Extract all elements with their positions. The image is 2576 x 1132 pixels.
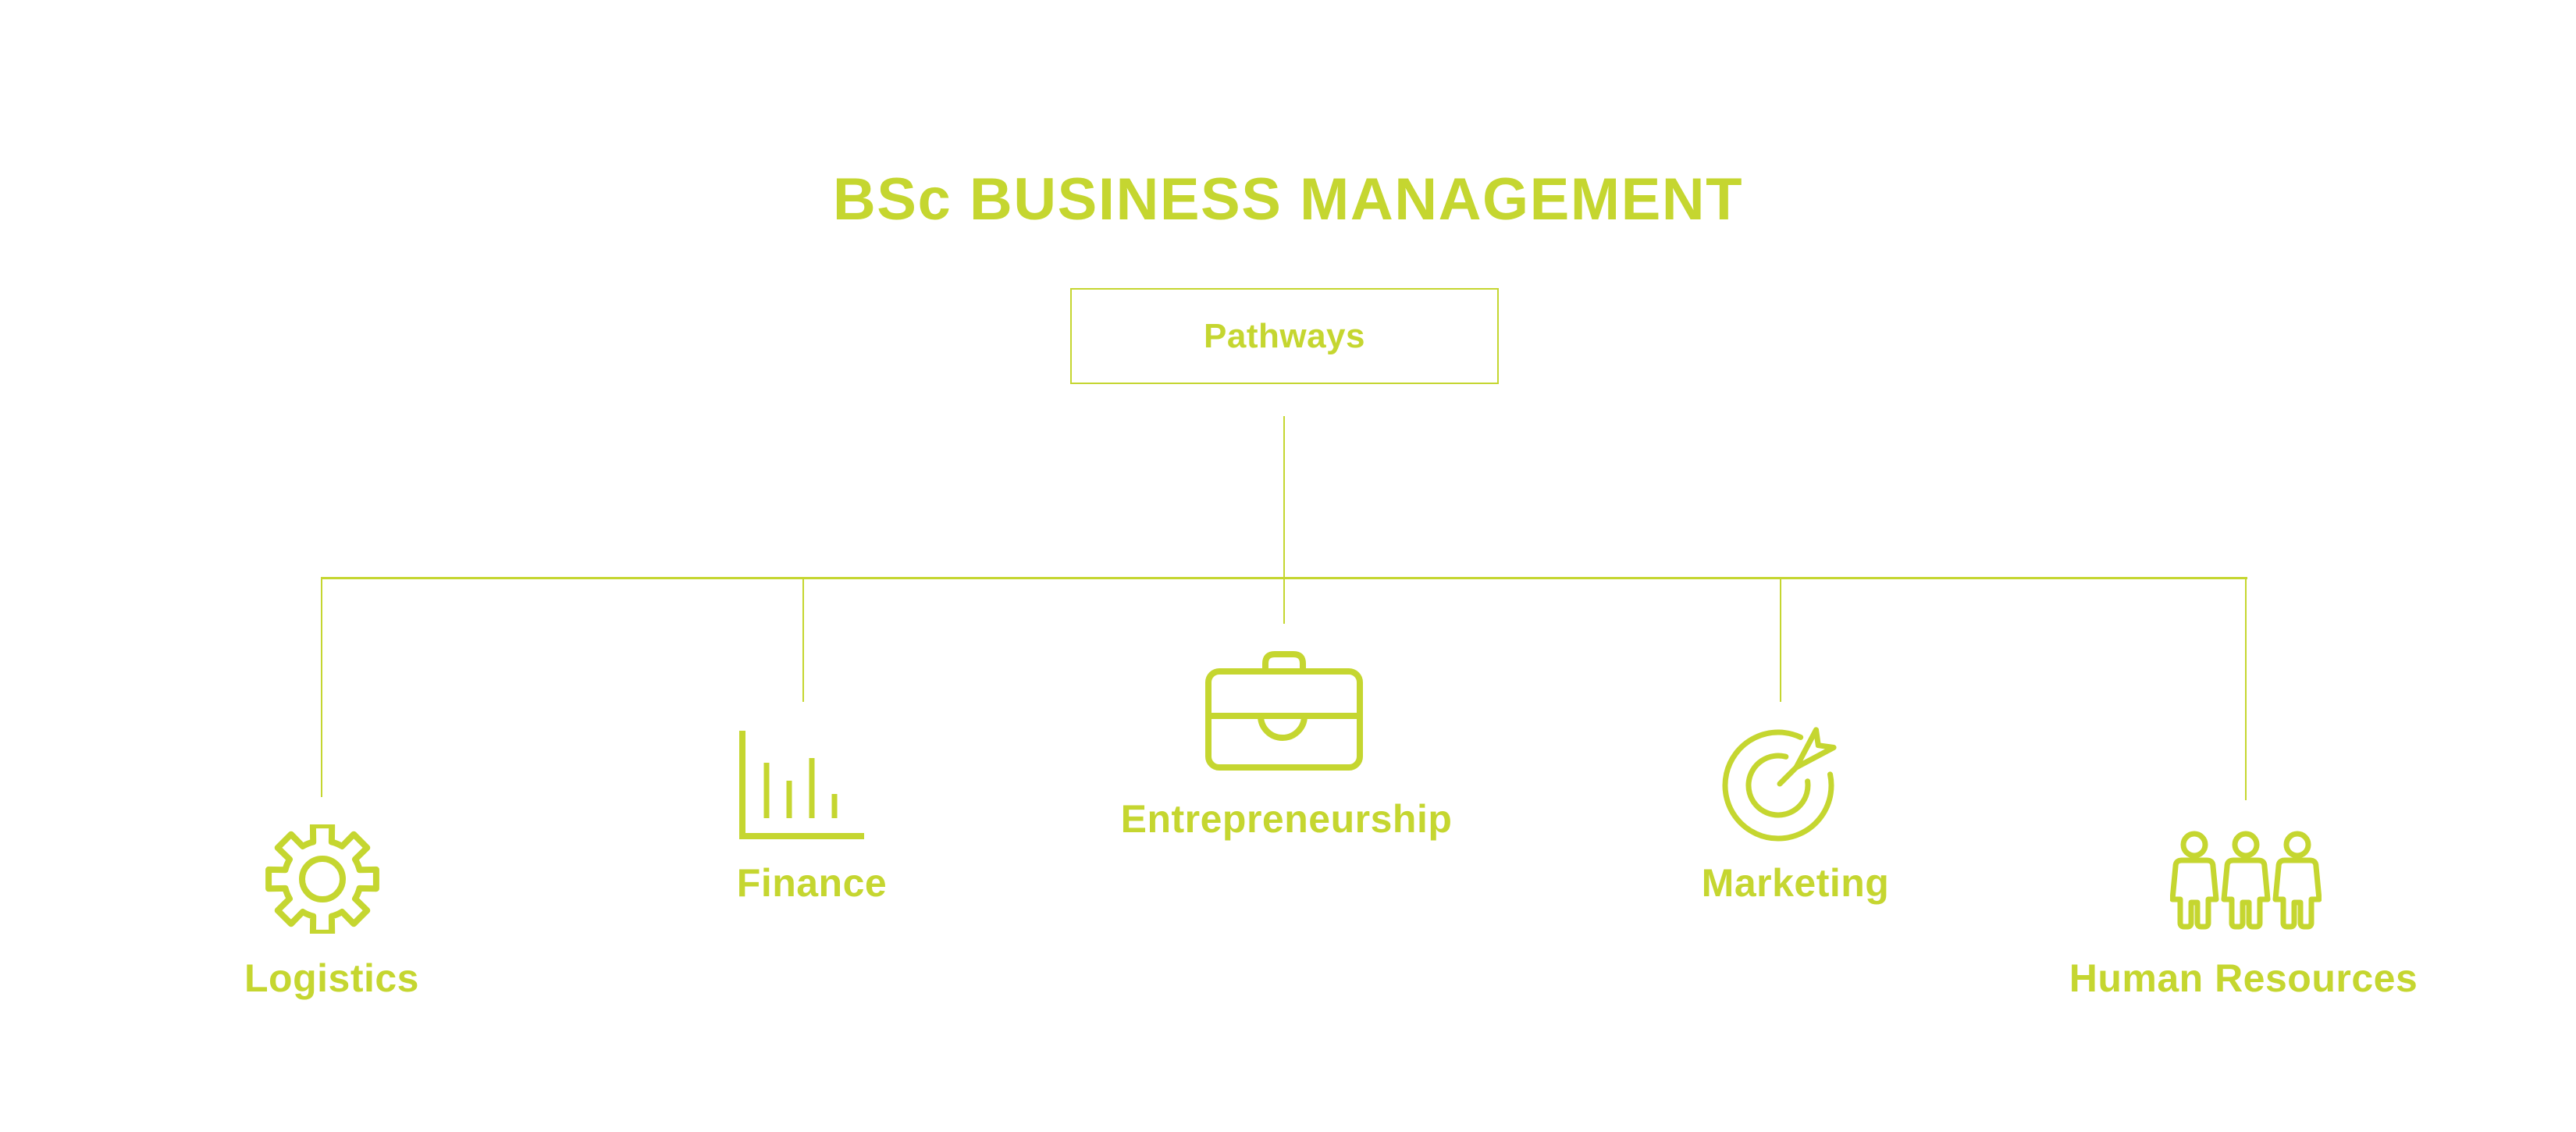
connector-hr-vertical [2245, 578, 2247, 800]
target-arrow-icon [1720, 721, 1845, 846]
connector-logistics-vertical [321, 578, 322, 797]
branch-label-human-resources: Human Resources [2069, 956, 2418, 1000]
connector-horizontal [321, 577, 2247, 579]
branch-label-logistics: Logistics [244, 956, 419, 1000]
briefcase-icon [1204, 650, 1366, 773]
page-title: BSc BUSINESS MANAGEMENT [832, 166, 1744, 233]
pathways-box-label: Pathways [1204, 316, 1365, 355]
people-icon [2170, 826, 2322, 932]
bar-chart-icon [737, 728, 870, 845]
connector-root-vertical [1283, 416, 1285, 624]
pathways-box: Pathways [1070, 288, 1499, 384]
gear-icon [265, 824, 379, 934]
branch-label-finance: Finance [736, 861, 888, 905]
connector-finance-vertical [802, 578, 804, 702]
branch-label-marketing: Marketing [1701, 861, 1890, 905]
branch-label-entrepreneurship: Entrepreneurship [1120, 797, 1453, 841]
connector-marketing-vertical [1780, 578, 1781, 702]
